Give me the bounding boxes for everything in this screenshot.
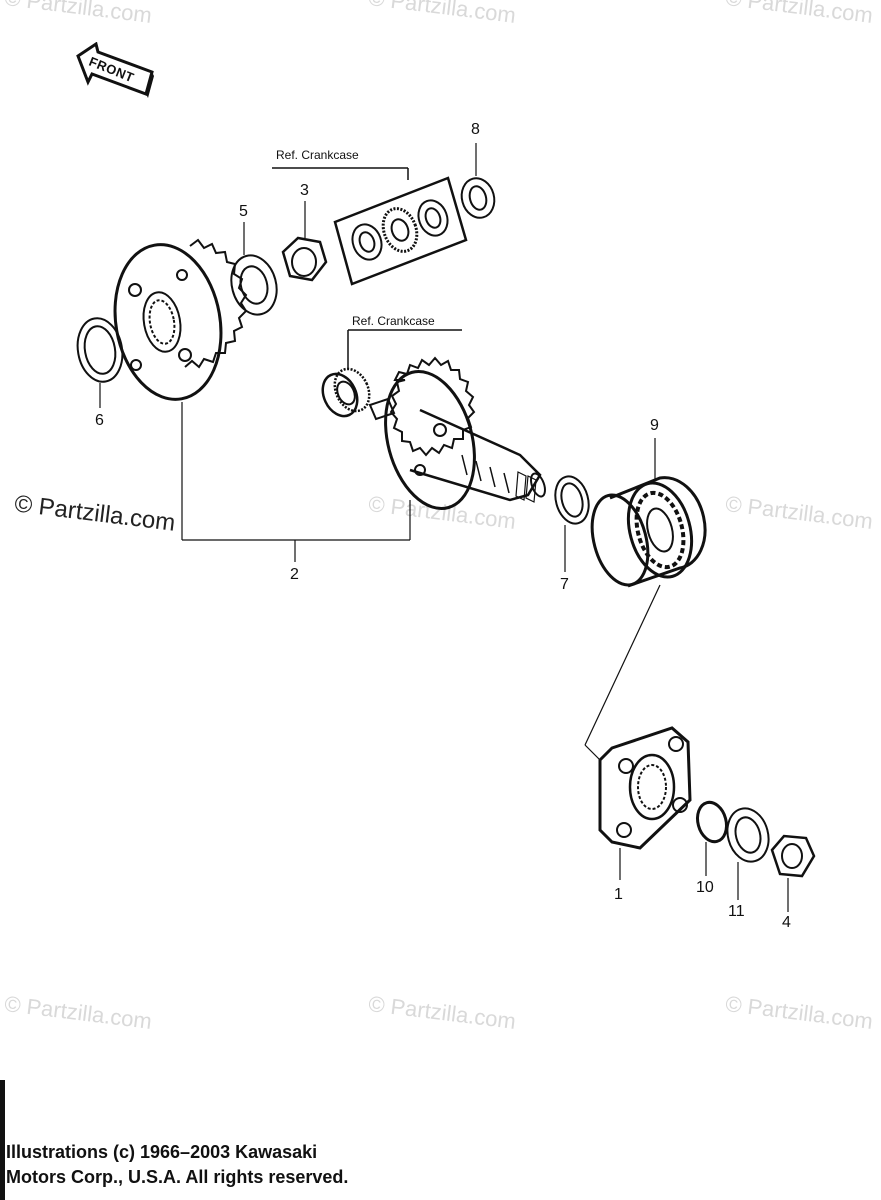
callout-3: 3 (300, 182, 309, 199)
callout-11: 11 (728, 903, 745, 920)
copyright-line-2: Motors Corp., U.S.A. All rights reserved… (6, 1167, 349, 1187)
callout-10: 10 (696, 879, 714, 896)
part-11-washer (726, 807, 770, 900)
crankcase-bearing-group (333, 176, 468, 286)
copyright-line-1: Illustrations (c) 1966–2003 Kawasaki (6, 1142, 318, 1162)
callout-2: 2 (290, 566, 299, 583)
callout-4: 4 (782, 914, 791, 931)
left-border (0, 1080, 5, 1200)
part-9-ball-bearing (590, 438, 707, 588)
callout-1: 1 (614, 886, 623, 903)
ref-crankcase-label: Ref. Crankcase (352, 314, 435, 328)
part-4-nut (770, 834, 816, 912)
front-arrow-icon (76, 42, 154, 98)
callout-8: 8 (471, 121, 480, 138)
ref-crankcase-label: Ref. Crankcase (276, 148, 359, 162)
part-6-washer (76, 317, 124, 408)
part-10-circlip (696, 800, 728, 876)
callout-9: 9 (650, 417, 659, 434)
part-8-washer (460, 143, 496, 219)
callout-7: 7 (560, 576, 569, 593)
part-3-nut (281, 201, 328, 282)
part-1-flange-hub (598, 726, 692, 880)
part-7-washer (554, 475, 590, 572)
part-5-washer (230, 222, 278, 316)
large-gear (113, 238, 248, 401)
needle-bearing (321, 367, 371, 418)
callout-5: 5 (239, 203, 248, 220)
callout-6: 6 (95, 412, 104, 429)
copyright-notice: Illustrations (c) 1966–2003 Kawasaki Mot… (6, 1140, 348, 1190)
output-shaft-gear (368, 356, 546, 510)
